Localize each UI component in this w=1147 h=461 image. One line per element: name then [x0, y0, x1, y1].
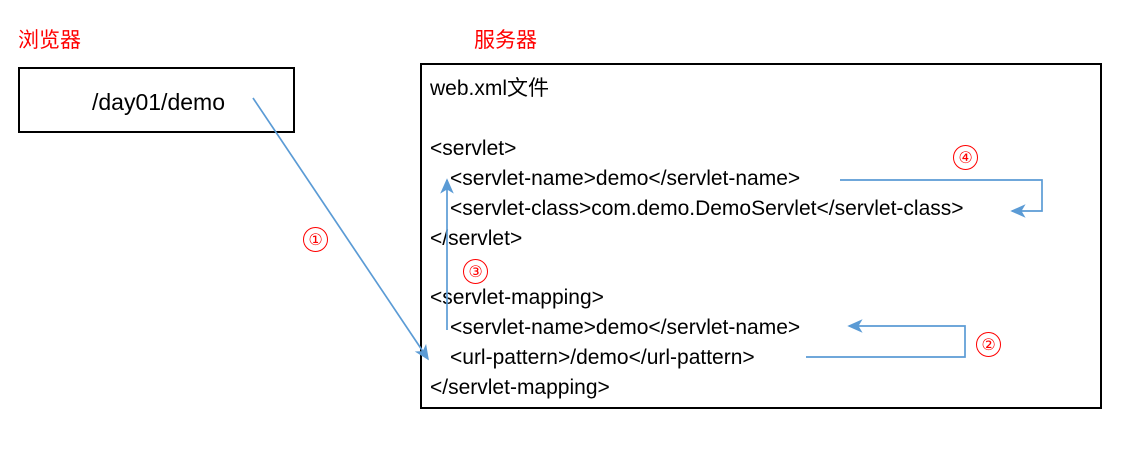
code-line-servlet-open: <servlet> — [430, 137, 517, 160]
code-line-servlet-close: </servlet> — [430, 227, 523, 250]
code-line-url-pattern: <url-pattern>/demo</url-pattern> — [450, 346, 755, 369]
step-marker-2: ② — [976, 332, 1001, 357]
code-line-mapping-servlet-name: <servlet-name>demo</servlet-name> — [450, 316, 801, 339]
code-line-servlet-class: <servlet-class>com.demo.DemoServlet</ser… — [450, 197, 964, 220]
browser-box: /day01/demo — [18, 67, 295, 133]
browser-url-text: /day01/demo — [92, 88, 225, 115]
step-marker-3: ③ — [463, 259, 488, 284]
code-line-servlet-mapping-close: </servlet-mapping> — [430, 376, 610, 399]
step-marker-4: ④ — [953, 145, 978, 170]
webxml-file-header: web.xml文件 — [430, 77, 550, 100]
browser-section-label: 浏览器 — [18, 28, 81, 52]
step-marker-1: ① — [303, 227, 328, 252]
code-line-servlet-mapping-open: <servlet-mapping> — [430, 286, 604, 309]
server-section-label: 服务器 — [474, 28, 537, 52]
code-line-servlet-name: <servlet-name>demo</servlet-name> — [450, 167, 801, 190]
arrow-1-browser-to-url-pattern — [252, 97, 429, 361]
